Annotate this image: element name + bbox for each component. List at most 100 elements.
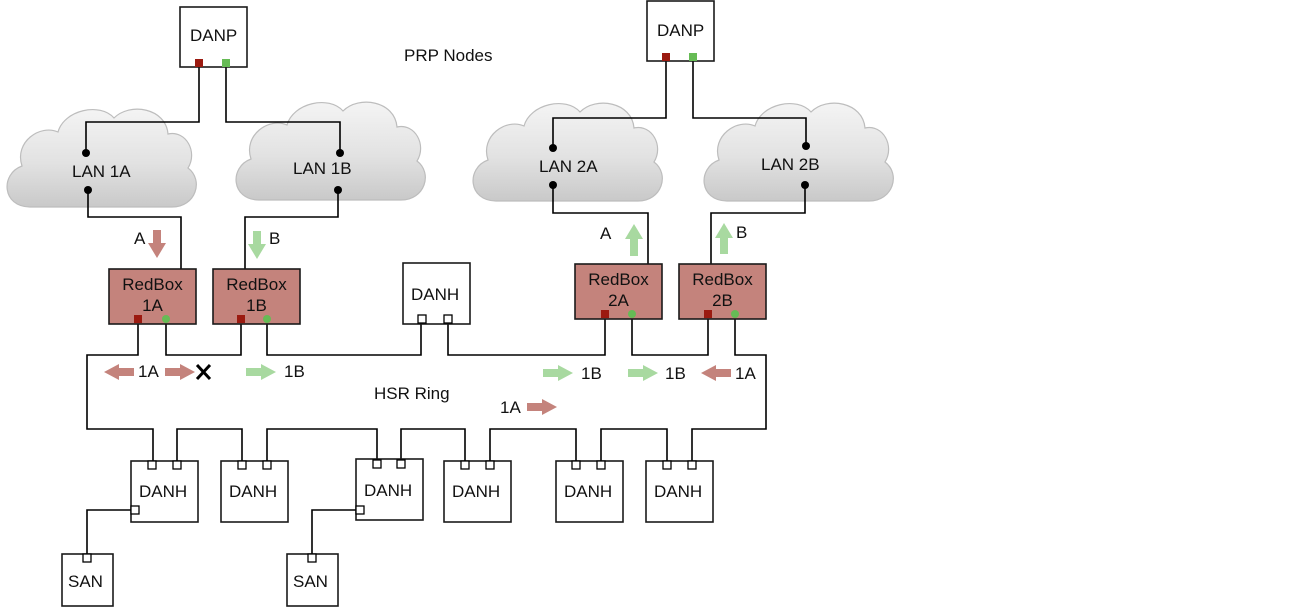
san-node-1: SAN xyxy=(61,553,114,607)
lan-2b-label: LAN 2B xyxy=(761,155,820,174)
ring-arrow-1b-mid2: 1B xyxy=(628,364,686,383)
danh-3-label: DANH xyxy=(364,481,412,500)
danp-node-1: DANP xyxy=(179,6,248,68)
ring-arrow-1a-right: 1A xyxy=(701,364,756,383)
redbox-2a-line2: 2A xyxy=(608,291,629,310)
danh5-port-1 xyxy=(571,460,581,470)
ring-arrow-1b-mid1: 1B xyxy=(543,364,602,383)
ring-arrows-1a-left: 1A xyxy=(104,362,212,381)
wire-danp1-lan1b xyxy=(225,64,341,150)
danh3-port-san xyxy=(355,505,365,515)
arrow-b-down: B xyxy=(248,229,280,259)
danh3-port-2 xyxy=(396,459,406,469)
danh-ring-label: DANH xyxy=(411,285,459,304)
wire-redbox2a-redbox2b xyxy=(631,318,709,356)
wire-danh3-san2 xyxy=(311,509,359,557)
wire-redbox1a-left-ring xyxy=(86,322,154,464)
lan1b-bottom-port xyxy=(334,186,342,194)
redbox1a-port-b xyxy=(162,315,170,323)
danh-node-1: DANH xyxy=(130,460,199,523)
arrow-a-up-label: A xyxy=(600,224,612,243)
danp-2-label: DANP xyxy=(657,21,704,40)
danh4-port-1 xyxy=(460,460,470,470)
lan-2a-label: LAN 2A xyxy=(539,157,598,176)
danh-node-4: DANH xyxy=(443,460,512,523)
arrow-a-down-label: A xyxy=(134,229,146,248)
redbox-2b-line1: RedBox xyxy=(692,270,753,289)
danh-5-label: DANH xyxy=(564,482,612,501)
ring-arrow-1b-left: 1B xyxy=(246,362,305,381)
danh-node-5: DANH xyxy=(555,460,624,523)
wire-lan1b-redbox1b xyxy=(244,190,339,269)
danp1-port-a xyxy=(195,59,203,67)
arrow-b-up: B xyxy=(715,223,747,254)
danh1-port-san xyxy=(130,505,140,515)
redbox1a-port-a xyxy=(134,315,142,323)
ring-1b-mid1-label: 1B xyxy=(581,364,602,383)
danh-ring-port-2 xyxy=(443,314,453,324)
redbox1b-port-b xyxy=(263,315,271,323)
lan1a-top-port xyxy=(82,149,90,157)
redbox-2b: RedBox 2B xyxy=(678,263,767,320)
wire-redbox1a-redbox1b xyxy=(165,322,242,356)
wire-danh2-danh3 xyxy=(266,428,378,464)
prp-nodes-label: PRP Nodes xyxy=(404,46,493,65)
lan2a-top-port xyxy=(549,144,557,152)
redbox-2a: RedBox 2A xyxy=(574,263,663,320)
danh-6-label: DANH xyxy=(654,482,702,501)
danh5-port-2 xyxy=(596,460,606,470)
ring-1b-mid2-label: 1B xyxy=(665,364,686,383)
redbox2b-port-a xyxy=(704,310,712,318)
lan2a-bottom-port xyxy=(549,181,557,189)
redbox-1b-line1: RedBox xyxy=(226,275,287,294)
arrow-a-down: A xyxy=(134,229,166,258)
arrow-b-up-label: B xyxy=(736,223,747,242)
ring-1a-right-label: 1A xyxy=(735,364,756,383)
danh-ring-node: DANH xyxy=(402,262,471,325)
danh-node-3: DANH xyxy=(355,458,424,521)
san2-port xyxy=(307,553,317,563)
danp1-port-b xyxy=(222,59,230,67)
wire-danh-redbox2a xyxy=(447,318,606,356)
wire-danh4-danh5 xyxy=(489,428,577,464)
wire-danp2-lan2b xyxy=(692,58,807,146)
redbox1b-port-a xyxy=(237,315,245,323)
san-node-2: SAN xyxy=(286,553,339,607)
danh1-port-1 xyxy=(147,460,157,470)
redbox2a-port-a xyxy=(601,310,609,318)
wire-redbox1b-danh xyxy=(266,322,422,356)
lan-1a-label: LAN 1A xyxy=(72,162,131,181)
danp2-port-b xyxy=(689,53,697,61)
danh3-port-1 xyxy=(372,459,382,469)
redbox-1a: RedBox 1A xyxy=(108,268,197,325)
wire-danh1-danh2 xyxy=(176,428,243,464)
danh-4-label: DANH xyxy=(452,482,500,501)
redbox2b-port-b xyxy=(731,310,739,318)
san-1-label: SAN xyxy=(68,572,103,591)
danh1-port-2 xyxy=(172,460,182,470)
hsr-ring-label: HSR Ring xyxy=(374,384,450,403)
lan2b-bottom-port xyxy=(801,181,809,189)
ring-arrow-1a-mid: 1A xyxy=(500,398,557,417)
wire-lan2b-redbox2b xyxy=(710,185,806,264)
arrow-b-down-label: B xyxy=(269,229,280,248)
wire-lan1a-redbox1a xyxy=(87,190,182,269)
wire-danh1-san1 xyxy=(86,509,134,557)
redbox-2b-line2: 2B xyxy=(712,291,733,310)
danh-node-2: DANH xyxy=(220,460,289,523)
lan1a-bottom-port xyxy=(84,186,92,194)
danh2-port-1 xyxy=(237,460,247,470)
danp2-port-a xyxy=(662,53,670,61)
danh2-port-2 xyxy=(262,460,272,470)
danh4-port-2 xyxy=(485,460,495,470)
redbox-1b-line2: 1B xyxy=(246,296,267,315)
wire-danh3-danh4 xyxy=(400,428,466,464)
cloud-lan-1b xyxy=(235,101,426,201)
wire-danh5-danh6 xyxy=(600,428,668,464)
danh-2-label: DANH xyxy=(229,482,277,501)
lan-1b-label: LAN 1B xyxy=(293,159,352,178)
redbox-1a-line1: RedBox xyxy=(122,275,183,294)
redbox-1a-line2: 1A xyxy=(142,296,163,315)
redbox-2a-line1: RedBox xyxy=(588,270,649,289)
